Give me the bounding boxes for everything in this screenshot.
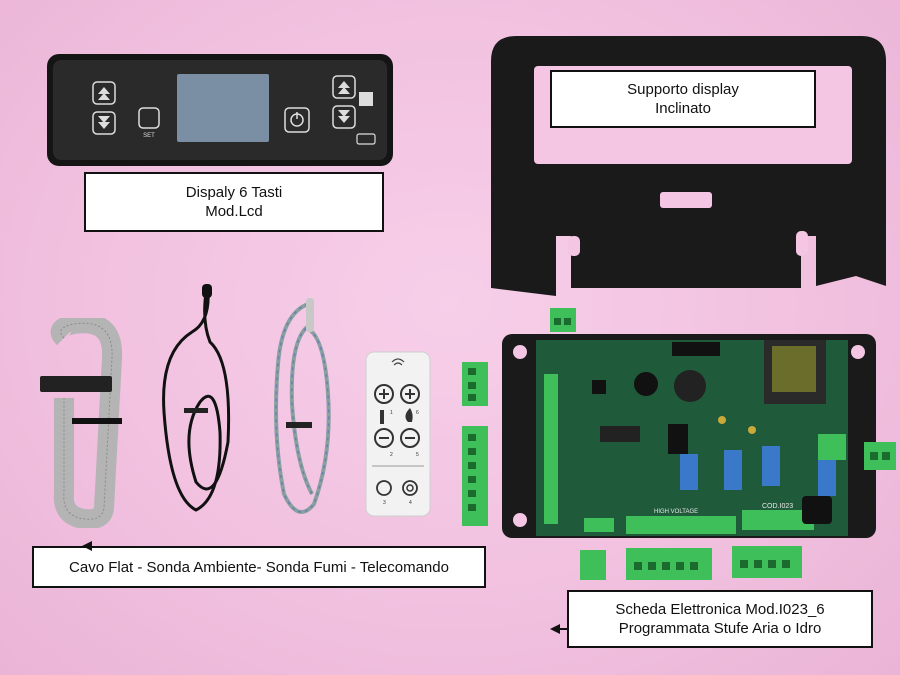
remote-key-3: 3 (383, 500, 386, 506)
remote-mode-icon (402, 480, 418, 496)
label-display-line2: Mod.Lcd (205, 203, 263, 220)
capacitor (674, 370, 706, 402)
arrow-accessories-icon (82, 541, 92, 551)
flat-cable-connector (40, 376, 112, 392)
label-board-line1: Scheda Elettronica Mod.I023_6 (615, 601, 825, 618)
label-bracket-line1: Supporto display (627, 81, 739, 98)
label-display: Dispaly 6 Tasti Mod.Lcd (84, 172, 384, 232)
wireless-icon (391, 358, 405, 366)
label-bracket-line2: Inclinato (655, 100, 711, 117)
remote-key-6: 6 (416, 410, 419, 416)
remote-minus-left (374, 428, 394, 448)
set-label: SET (143, 133, 155, 139)
remote-plus-right (400, 384, 420, 404)
relays (680, 446, 836, 496)
board-terminals (544, 374, 846, 534)
remote-key-5: 5 (416, 452, 419, 458)
remote-minus-right (400, 428, 420, 448)
flue-probe-cable (274, 298, 331, 514)
label-accessories: Cavo Flat - Sonda Ambiente- Sonda Fumi -… (32, 546, 486, 588)
flame-icon (405, 408, 413, 422)
arrow-board-icon (550, 624, 569, 634)
bracket-slot (660, 192, 712, 208)
label-bracket: Supporto display Inclinato (550, 70, 816, 128)
flat-cable (40, 318, 123, 528)
remote-control: 1 6 2 5 3 4 (365, 351, 431, 517)
label-accessories-line1: Cavo Flat - Sonda Ambiente- Sonda Fumi -… (69, 558, 449, 576)
lcd-screen (177, 74, 269, 142)
room-probe-tip (202, 284, 212, 298)
remote-key-1: 1 (390, 410, 393, 416)
room-probe-cable (162, 284, 231, 512)
electronic-board: HIGH VOLTAGE COD.I023 (502, 334, 876, 538)
remote-plus-left (374, 384, 394, 404)
flue-probe-tip (306, 298, 314, 332)
lcd-display-panel: SET (47, 54, 393, 166)
loose-connectors-bottom (580, 546, 802, 580)
loose-connectors-left (462, 362, 488, 526)
thermometer-icon (380, 410, 384, 424)
loose-connector-right (864, 442, 896, 470)
up-down-buttons-left (92, 81, 116, 135)
board-model-print: COD.I023 (762, 503, 793, 510)
label-board: Scheda Elettronica Mod.I023_6 Programmat… (567, 590, 873, 648)
label-board-line2: Programmata Stufe Aria o Idro (618, 620, 822, 637)
set-button (138, 107, 160, 129)
stove-icon (359, 92, 373, 106)
remote-key-2: 2 (390, 452, 393, 458)
loose-connector-top (550, 308, 576, 332)
buzzer (634, 372, 658, 396)
label-display-line1: Dispaly 6 Tasti (185, 184, 283, 201)
remote-power-icon (376, 480, 392, 496)
board-voltage-print: HIGH VOLTAGE (654, 509, 698, 515)
remote-key-4: 4 (409, 500, 412, 506)
